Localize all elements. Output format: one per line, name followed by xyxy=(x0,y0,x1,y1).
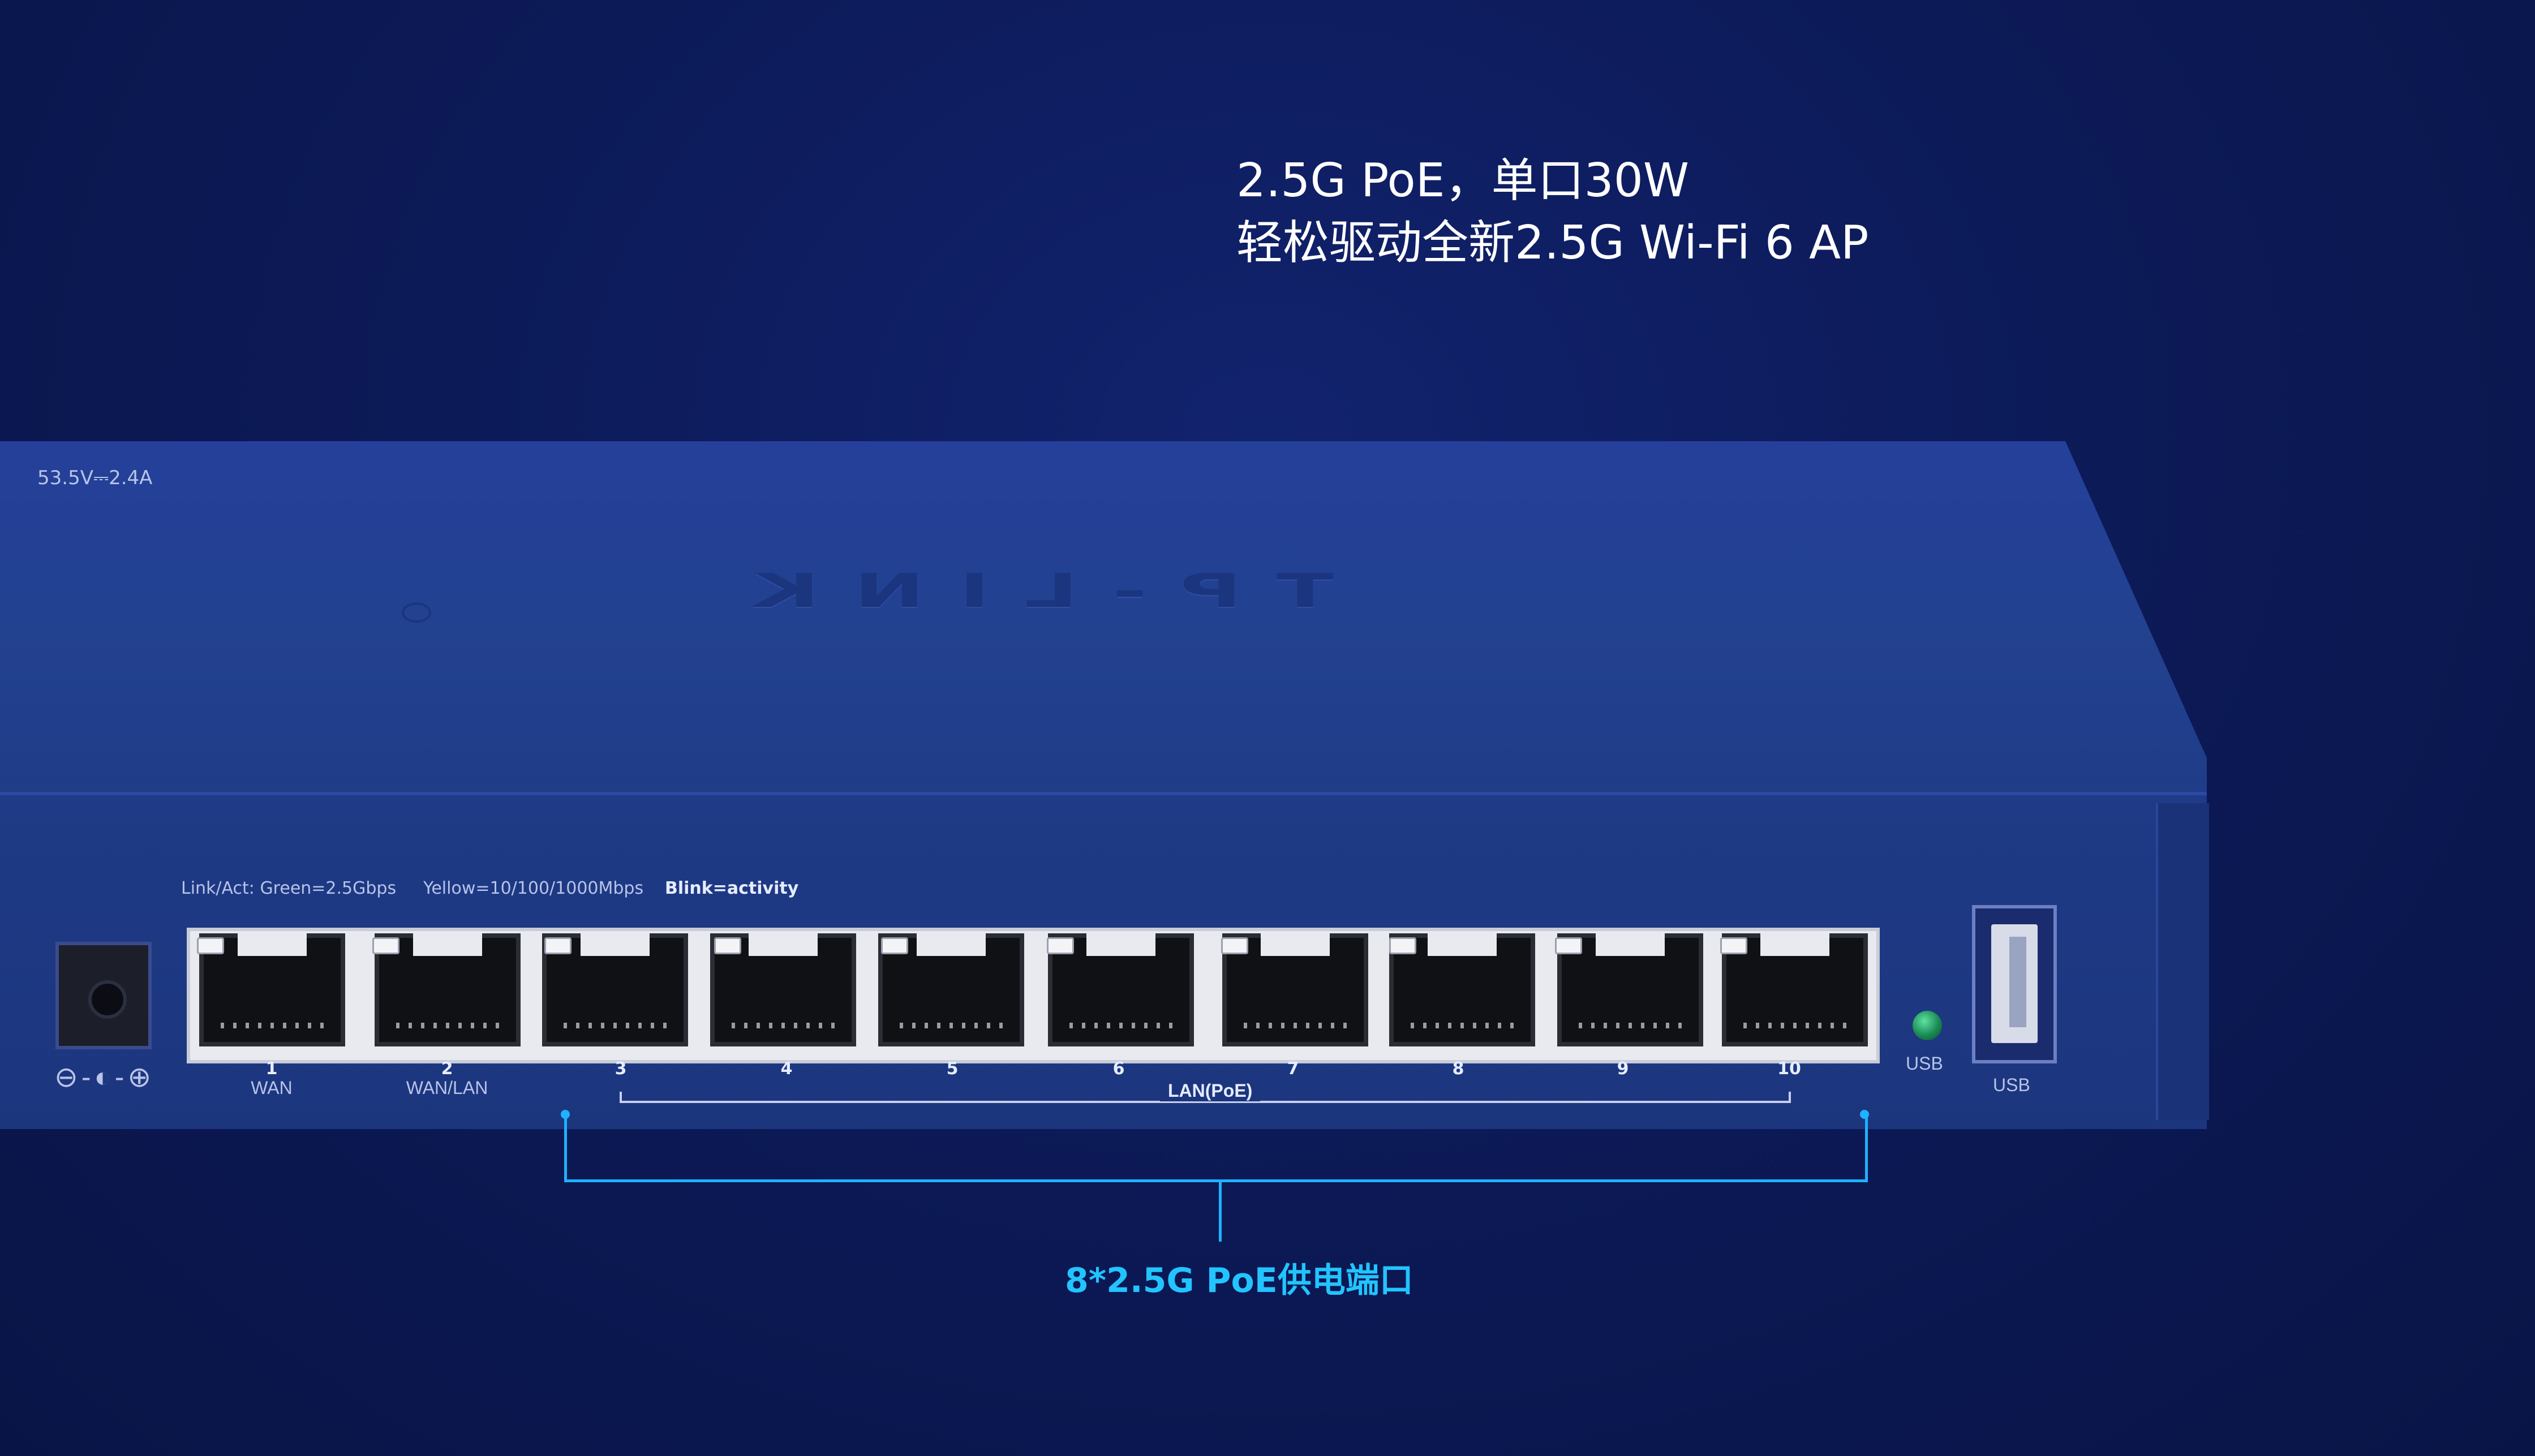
port-name-2: WAN/LAN xyxy=(406,1078,488,1098)
port-led-6 xyxy=(1047,937,1074,954)
port-led-8 xyxy=(1389,937,1416,954)
headline-line-2: 轻松驱动全新2.5G Wi-Fi 6 AP xyxy=(1236,216,1869,270)
ethernet-port-7[interactable] xyxy=(1222,933,1368,1046)
port-name-1: WAN xyxy=(251,1078,293,1098)
callout-bracket xyxy=(564,1114,1868,1182)
ethernet-port-4[interactable] xyxy=(710,933,856,1046)
port-number-4: 4 xyxy=(780,1059,793,1079)
port-number-1: 1 xyxy=(265,1059,278,1079)
dc-power-jack xyxy=(55,942,152,1049)
port-led-2 xyxy=(372,937,399,954)
port-led-9 xyxy=(1555,937,1582,954)
registered-mark-icon xyxy=(402,602,431,623)
usb-port-label: USB xyxy=(1993,1075,2030,1095)
led-legend-yellow: Yellow=10/100/1000Mbps xyxy=(423,878,644,898)
device-top-surface: TP-LINK xyxy=(0,441,2207,792)
usb-led-label: USB xyxy=(1906,1053,1943,1074)
callout-dot-right-icon xyxy=(1860,1110,1869,1119)
port-number-8: 8 xyxy=(1452,1059,1464,1079)
lan-group-label: LAN(PoE) xyxy=(1160,1080,1261,1101)
callout-text: 8*2.5G PoE供电端口 xyxy=(1065,1261,1413,1300)
router-device: TP-LINK xyxy=(0,441,2218,1129)
led-legend-link-act: Link/Act: Green=2.5Gbps xyxy=(181,878,397,898)
port-led-3 xyxy=(544,937,572,954)
device-side-edge xyxy=(2156,803,2209,1120)
port-number-5: 5 xyxy=(946,1059,959,1079)
port-number-9: 9 xyxy=(1617,1059,1629,1079)
port-number-6: 6 xyxy=(1112,1059,1125,1079)
lan-group-bracket xyxy=(620,1092,1791,1103)
usb-status-led-icon xyxy=(1913,1011,1942,1040)
port-led-10 xyxy=(1720,937,1747,954)
brand-logo: TP-LINK xyxy=(720,564,1334,618)
power-rating-label: 53.5V⎓2.4A xyxy=(37,467,153,489)
headline: 2.5G PoE，单口30W 轻松驱动全新2.5G Wi-Fi 6 AP xyxy=(1236,150,1869,274)
port-number-10: 10 xyxy=(1777,1059,1801,1079)
led-legend-blink: Blink=activity xyxy=(665,878,799,898)
port-led-7 xyxy=(1221,937,1248,954)
port-led-1 xyxy=(197,937,224,954)
port-number-2: 2 xyxy=(441,1059,453,1079)
port-number-7: 7 xyxy=(1287,1059,1299,1079)
polarity-symbol-icon: ⊖-◐-⊕ xyxy=(54,1061,155,1093)
port-number-3: 3 xyxy=(615,1059,627,1079)
callout-dot-left-icon xyxy=(561,1110,570,1119)
port-led-5 xyxy=(881,937,908,954)
usb-port[interactable] xyxy=(1972,905,2057,1063)
headline-line-1: 2.5G PoE，单口30W xyxy=(1236,154,1689,208)
port-led-4 xyxy=(714,937,741,954)
callout-stem xyxy=(1219,1182,1222,1242)
